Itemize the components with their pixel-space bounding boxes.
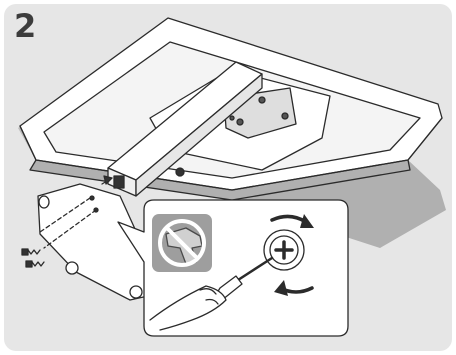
no-power-drill-icon	[152, 214, 212, 272]
screw-plus-icon	[264, 230, 304, 270]
